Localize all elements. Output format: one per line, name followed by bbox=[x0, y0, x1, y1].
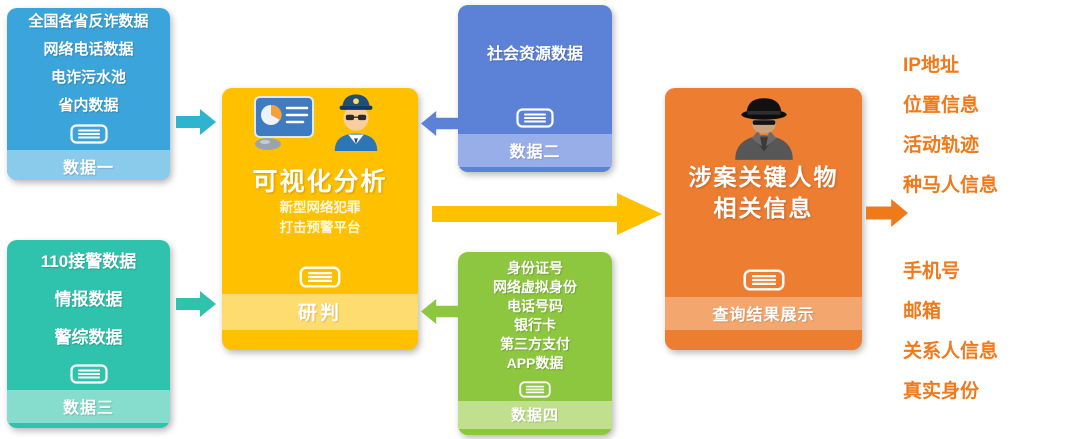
analysis-icons bbox=[222, 93, 418, 156]
police-officer-icon bbox=[325, 93, 387, 156]
box-label: 数据一 bbox=[7, 150, 170, 180]
platform-title: 可视化分析 bbox=[252, 168, 388, 196]
box-label: 数据四 bbox=[458, 401, 612, 429]
output-item: 真实身份 bbox=[903, 381, 980, 402]
platform-subtitle-line: 新型网络犯罪 bbox=[279, 200, 361, 215]
text-line: 网络虚拟身份 bbox=[493, 278, 577, 295]
output-item: 邮箱 bbox=[903, 301, 942, 322]
box-label: 查询结果展示 bbox=[665, 297, 862, 330]
text-line: 电诈污水池 bbox=[50, 69, 126, 86]
detective-icon bbox=[665, 96, 862, 162]
data-source-box-1: 全国各省反诈数据 网络电话数据 电诈污水池 省内数据 数据一 bbox=[7, 8, 170, 180]
platform-subtitle-line: 打击预警平台 bbox=[279, 220, 361, 235]
arrow-result-to-outputs bbox=[866, 199, 908, 227]
text-line: APP数据 bbox=[506, 354, 564, 371]
result-title-line: 涉案关键人物 bbox=[688, 164, 839, 190]
arrow-center-to-result bbox=[432, 191, 662, 237]
output-item: IP地址 bbox=[903, 55, 959, 76]
text-line: 110接警数据 bbox=[40, 252, 137, 271]
list-icon bbox=[519, 381, 551, 398]
box-label: 数据三 bbox=[7, 390, 170, 423]
arrow-data1-to-center bbox=[176, 109, 216, 135]
text-line: 省内数据 bbox=[58, 97, 119, 114]
output-item: 关系人信息 bbox=[903, 341, 999, 362]
text-line: 网络电话数据 bbox=[43, 41, 134, 58]
box-label: 数据二 bbox=[458, 134, 612, 167]
arrow-data4-to-center bbox=[421, 299, 459, 324]
output-item: 手机号 bbox=[903, 261, 961, 282]
list-icon bbox=[743, 269, 785, 291]
output-group-2: 手机号 邮箱 关系人信息 真实身份 bbox=[903, 252, 998, 412]
data-source-1-lines: 全国各省反诈数据 网络电话数据 电诈污水池 省内数据 bbox=[7, 8, 170, 120]
data-source-4-lines: 身份证号 网络虚拟身份 电话号码 银行卡 第三方支付 APP数据 bbox=[458, 252, 612, 379]
output-group-1: IP地址 位置信息 活动轨迹 种马人信息 bbox=[903, 46, 998, 206]
text-line: 警综数据 bbox=[54, 328, 123, 347]
data-source-box-3: 110接警数据 情报数据 警综数据 数据三 bbox=[7, 240, 170, 428]
text-line: 情报数据 bbox=[54, 290, 123, 309]
list-icon bbox=[516, 108, 554, 128]
text-line: 电话号码 bbox=[507, 297, 563, 314]
data-source-box-2: 社会资源数据 数据二 bbox=[458, 5, 612, 172]
data-source-3-lines: 110接警数据 情报数据 警综数据 bbox=[7, 240, 170, 360]
data-source-box-4: 身份证号 网络虚拟身份 电话号码 银行卡 第三方支付 APP数据 数据四 bbox=[458, 252, 612, 435]
text-line: 银行卡 bbox=[514, 316, 556, 333]
arrow-data2-to-center bbox=[421, 111, 459, 136]
output-item: 活动轨迹 bbox=[903, 135, 980, 156]
box-label: 研判 bbox=[222, 294, 418, 330]
output-item: 位置信息 bbox=[903, 95, 980, 116]
text-line: 第三方支付 bbox=[500, 335, 570, 352]
text-line: 社会资源数据 bbox=[486, 45, 583, 63]
result-box: 涉案关键人物 相关信息 查询结果展示 bbox=[665, 88, 862, 350]
data-source-2-lines: 社会资源数据 bbox=[458, 5, 612, 104]
arrow-data3-to-center bbox=[176, 291, 216, 317]
analysis-platform-box: 可视化分析 新型网络犯罪 打击预警平台 研判 bbox=[222, 88, 418, 350]
list-icon bbox=[69, 124, 108, 144]
result-output-list: IP地址 位置信息 活动轨迹 种马人信息 手机号 邮箱 关系人信息 真实身份 bbox=[903, 46, 998, 412]
list-icon bbox=[69, 364, 108, 384]
dashboard-icon bbox=[253, 95, 323, 156]
result-title-line: 相关信息 bbox=[713, 195, 814, 221]
text-line: 全国各省反诈数据 bbox=[28, 13, 149, 30]
list-icon bbox=[299, 266, 341, 288]
output-item: 种马人信息 bbox=[903, 175, 999, 196]
text-line: 身份证号 bbox=[507, 259, 563, 276]
